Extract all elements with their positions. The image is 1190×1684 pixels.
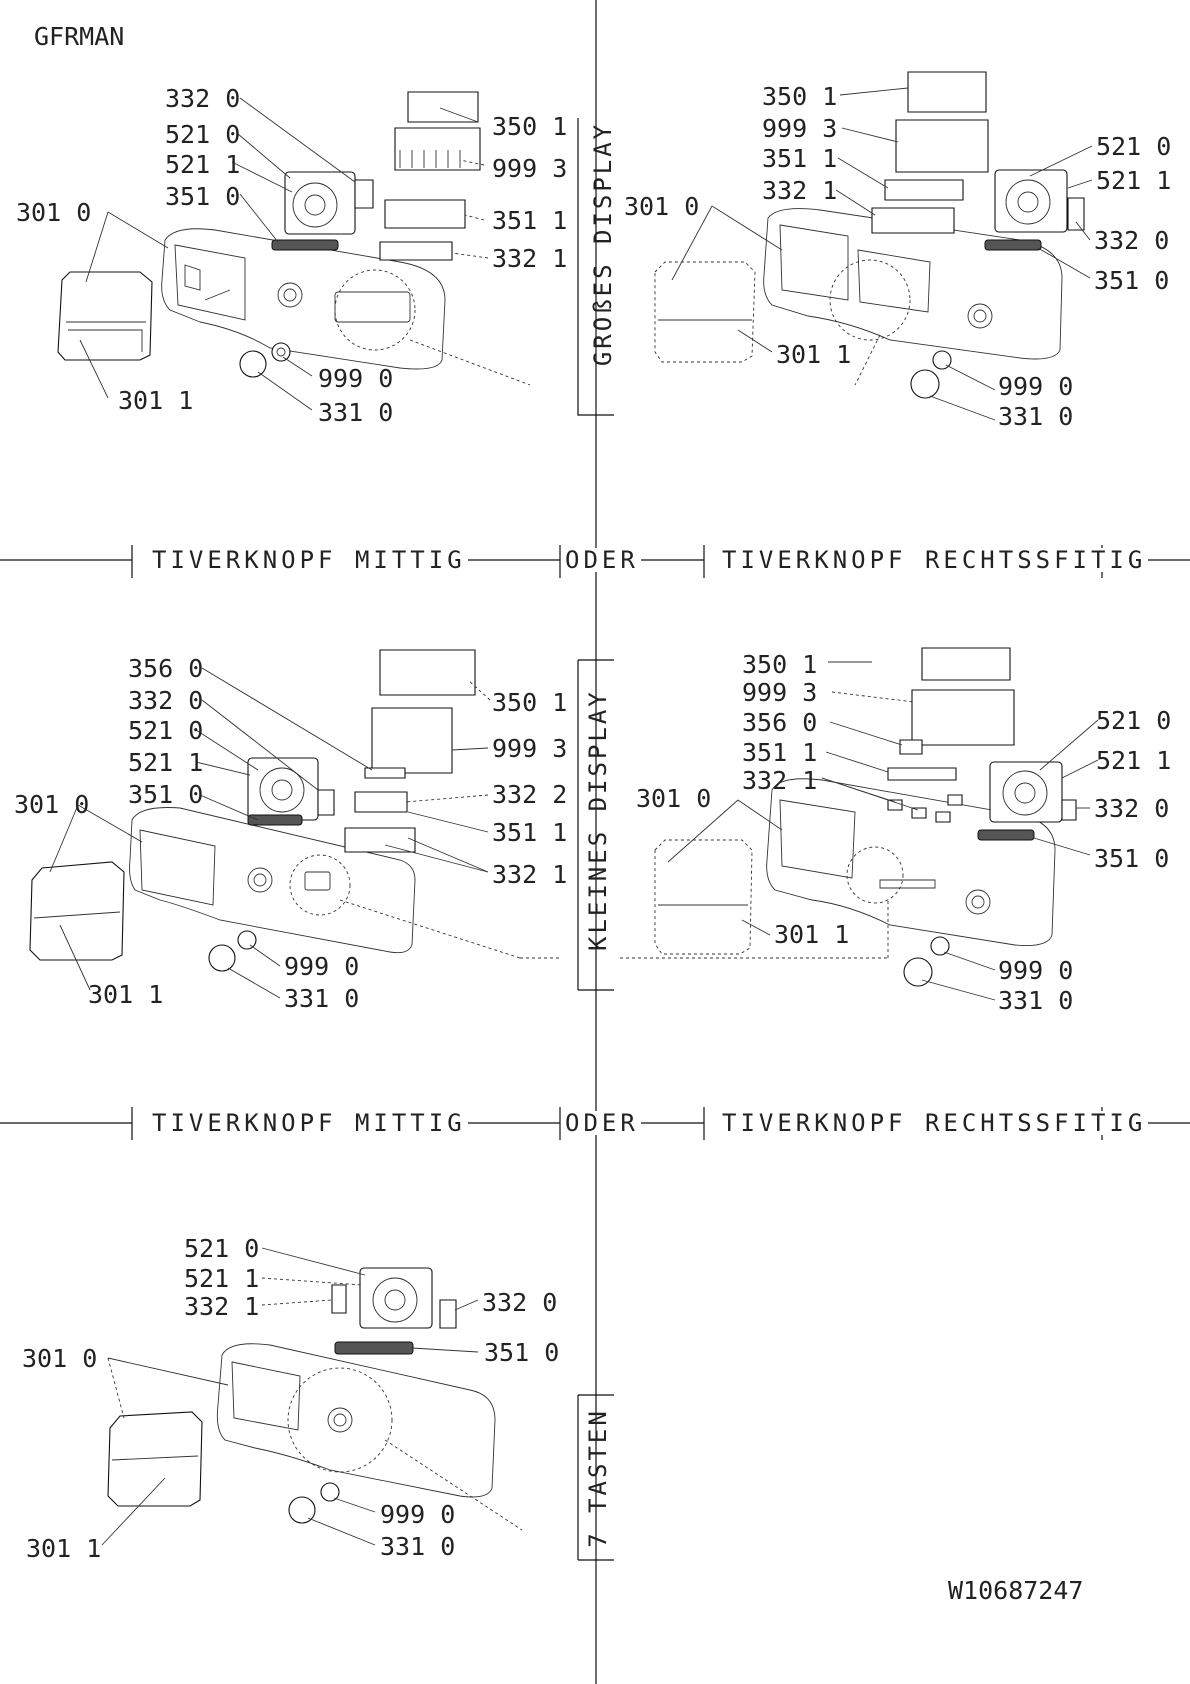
assembly-q2 (655, 72, 1092, 420)
assembly-q1 (58, 92, 530, 410)
assembly-q3 (30, 650, 560, 998)
assembly-q5 (102, 1248, 522, 1545)
assembly-q4 (620, 648, 1098, 1000)
